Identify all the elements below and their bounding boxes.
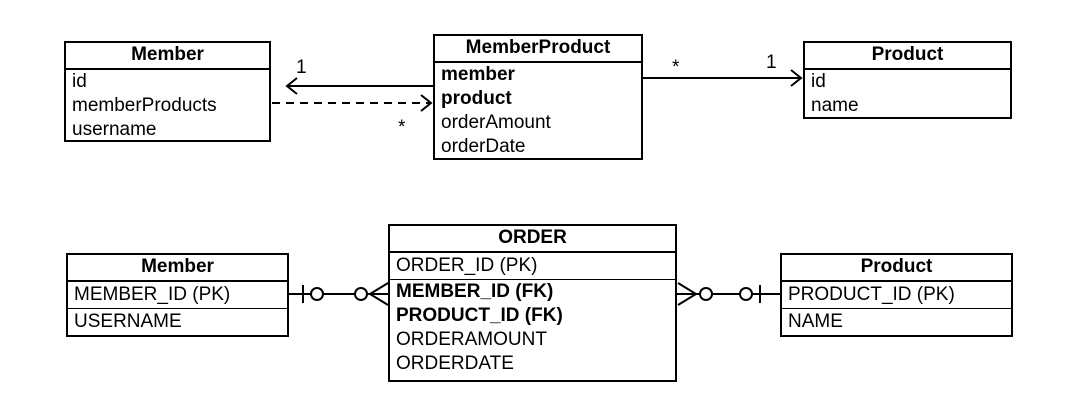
- uml-memberproduct-fields: member product orderAmount orderDate: [435, 63, 641, 159]
- uml-member-products-dashed: [272, 94, 433, 112]
- erd-order-title: ORDER: [390, 226, 675, 253]
- erd-member-table: Member MEMBER_ID (PK) USERNAME: [66, 253, 289, 337]
- multiplicity-product-one: 1: [766, 52, 777, 73]
- erd-product-table: Product PRODUCT_ID (PK) NAME: [780, 253, 1013, 337]
- erd-product-column-name: NAME: [788, 311, 843, 332]
- uml-member-field-id: id: [72, 71, 87, 92]
- uml-product-association: [643, 69, 803, 87]
- erd-member-pk-section: MEMBER_ID (PK): [68, 282, 287, 309]
- erd-product-columns-section: NAME: [782, 309, 1011, 335]
- erd-order-columns-section: MEMBER_ID (FK) PRODUCT_ID (FK) ORDERAMOU…: [390, 280, 675, 376]
- erd-member-pk: MEMBER_ID (PK): [74, 284, 231, 305]
- multiplicity-member-one: 1: [296, 57, 307, 78]
- uml-member-field-username: username: [72, 119, 157, 140]
- uml-memberproduct-field-member: member: [441, 64, 515, 85]
- erd-order-pk-section: ORDER_ID (PK): [390, 253, 675, 280]
- uml-memberproduct-field-orderamount: orderAmount: [441, 112, 551, 133]
- uml-product-field-name: name: [811, 95, 859, 116]
- multiplicity-member-many: *: [398, 117, 406, 138]
- erd-product-pk: PRODUCT_ID (PK): [788, 284, 955, 305]
- erd-order-fk-product-id: PRODUCT_ID (FK): [396, 305, 563, 326]
- uml-memberproduct-class: MemberProduct member product orderAmount…: [433, 34, 643, 160]
- uml-member-fields: id memberProducts username: [66, 70, 269, 142]
- uml-member-field-memberproducts: memberProducts: [72, 95, 217, 116]
- erd-member-column-username: USERNAME: [74, 311, 182, 332]
- uml-member-title: Member: [66, 43, 269, 70]
- erd-order-pk: ORDER_ID (PK): [396, 255, 538, 276]
- erd-member-title: Member: [68, 255, 287, 282]
- uml-member-class: Member id memberProducts username: [64, 41, 271, 142]
- uml-memberproduct-title: MemberProduct: [435, 36, 641, 63]
- erd-product-title: Product: [782, 255, 1011, 282]
- erd-product-pk-section: PRODUCT_ID (PK): [782, 282, 1011, 309]
- uml-product-field-id: id: [811, 71, 826, 92]
- uml-product-fields: id name: [805, 70, 1010, 118]
- uml-memberproduct-field-product: product: [441, 88, 512, 109]
- erd-order-table: ORDER ORDER_ID (PK) MEMBER_ID (FK) PRODU…: [388, 224, 677, 382]
- multiplicity-product-many: *: [672, 57, 680, 78]
- erd-member-columns-section: USERNAME: [68, 309, 287, 335]
- uml-memberproduct-field-orderdate: orderDate: [441, 136, 526, 157]
- erd-order-product-relationship: [677, 282, 780, 306]
- erd-order-fk-member-id: MEMBER_ID (FK): [396, 281, 554, 302]
- uml-product-title: Product: [805, 43, 1010, 70]
- erd-order-column-orderdate: ORDERDATE: [396, 353, 514, 374]
- erd-order-column-orderamount: ORDERAMOUNT: [396, 329, 547, 350]
- uml-member-association: [285, 77, 433, 95]
- uml-product-class: Product id name: [803, 41, 1012, 119]
- erd-member-order-relationship: [289, 282, 389, 306]
